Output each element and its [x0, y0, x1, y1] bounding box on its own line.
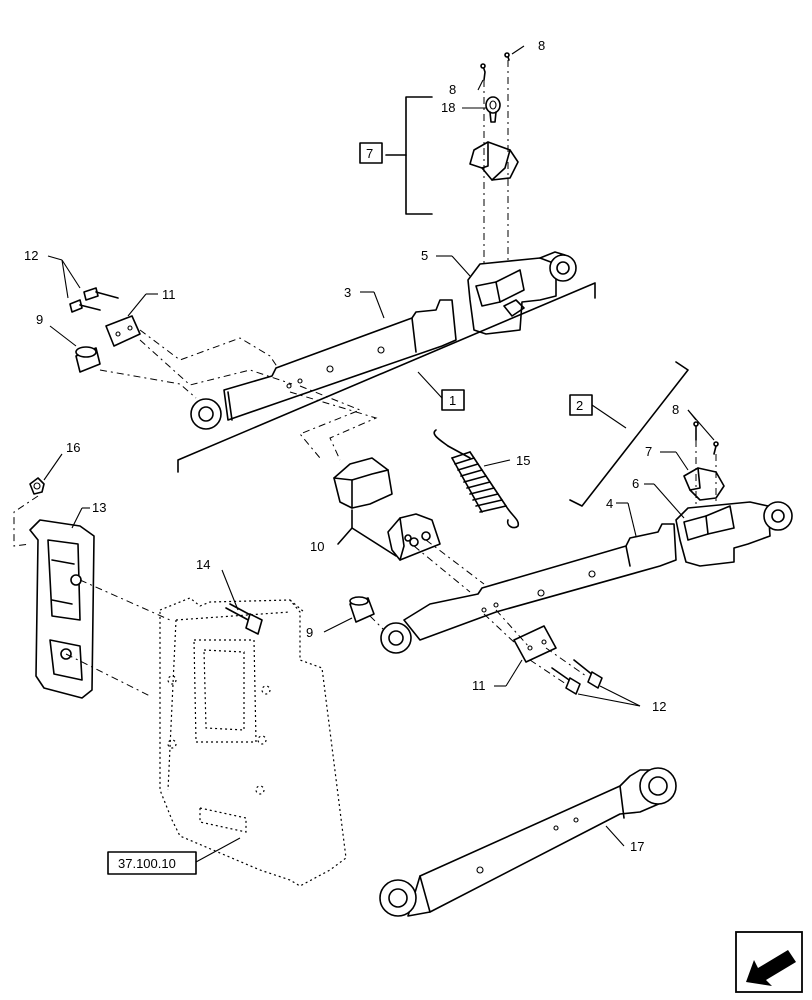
reference-37-100-10[interactable]: 37.100.10	[118, 856, 176, 871]
mounting-frame	[159, 597, 347, 887]
label-10: 10	[310, 539, 324, 554]
label-12-top: 12	[24, 248, 38, 263]
bracket-group-7: 7	[359, 96, 433, 215]
clip-18	[485, 96, 501, 123]
pin-8-top-right	[504, 52, 510, 61]
label-13: 13	[92, 500, 106, 515]
label-1: 1	[449, 393, 456, 408]
label-18: 18	[441, 100, 455, 115]
label-9-top: 9	[36, 312, 43, 327]
label-4: 4	[606, 496, 613, 511]
label-7-right: 7	[645, 444, 652, 459]
pin-8-top-left	[480, 63, 486, 81]
label-7-top: 7	[366, 146, 373, 161]
label-12-lower: 12	[652, 699, 666, 714]
bushing-9-lower	[349, 596, 375, 623]
coupler-5	[467, 251, 577, 335]
label-6: 6	[632, 476, 639, 491]
label-3: 3	[344, 285, 351, 300]
label-8-top-right: 8	[538, 38, 545, 53]
bushing-9-top	[75, 346, 101, 373]
lower-link-4	[380, 523, 677, 654]
label-8-top-left: 8	[449, 82, 456, 97]
label-8-right: 8	[672, 402, 679, 417]
label-11-lower: 11	[472, 678, 486, 693]
pins-8-right	[693, 421, 719, 455]
label-9-lower: 9	[306, 625, 313, 640]
bolt-14	[225, 603, 263, 635]
pad-10-block	[387, 513, 441, 561]
label-14: 14	[196, 557, 210, 572]
bolts-12-top	[69, 287, 119, 313]
next-page-arrow-icon[interactable]	[735, 931, 803, 993]
bracket-13	[29, 519, 95, 699]
latch-7-right	[683, 467, 725, 501]
plate-11-top	[105, 315, 141, 347]
plate-11-lower	[513, 625, 557, 663]
latch-7-top	[469, 141, 519, 181]
label-2: 2	[576, 398, 583, 413]
label-5: 5	[421, 248, 428, 263]
nut-16	[29, 477, 45, 495]
label-11-top: 11	[162, 287, 176, 302]
bolts-12-lower	[551, 659, 603, 695]
link-17	[379, 767, 677, 917]
label-16: 16	[66, 440, 80, 455]
top-link-3	[190, 299, 457, 430]
label-17: 17	[630, 839, 644, 854]
spring-15	[433, 429, 520, 529]
pad-10-cap	[333, 457, 393, 509]
coupler-6	[675, 501, 793, 567]
label-15: 15	[516, 453, 530, 468]
